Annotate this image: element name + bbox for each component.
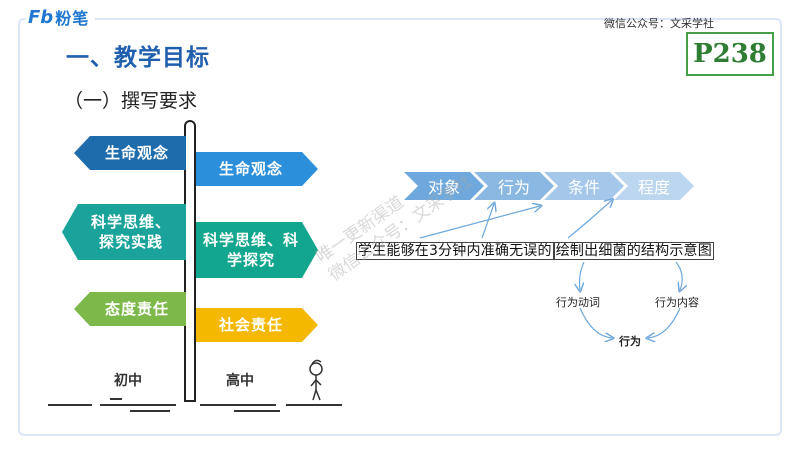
ground-line [100, 404, 176, 406]
senior-high-label: 高中 [226, 373, 254, 389]
sign-senior-social-responsibility: 社会责任 [196, 308, 318, 342]
behavior-verb-label: 行为动词 [556, 296, 600, 309]
sign-label: 生命观念 [104, 144, 169, 162]
example-objective-sentence: 学生能够在3分钟内准确无误的绘制出细菌的结构示意图 [356, 240, 714, 260]
sign-senior-scientific-thinking: 科学思维、科学探究 [196, 222, 318, 278]
ground-line [286, 404, 342, 406]
sign-label: 态度责任 [104, 300, 169, 318]
sentence-part-condition: 学生能够在3分钟内准确无误的 [356, 242, 554, 260]
junior-high-label: 初中 [114, 373, 142, 389]
behavior-result-label: 行为 [619, 335, 641, 348]
sign-label: 科学思维、科学探究 [203, 231, 300, 269]
ground-line [200, 404, 276, 406]
slide-title: 一、教学目标 [66, 45, 210, 71]
step-label: 程度 [637, 178, 670, 197]
slide-subtitle: （一）撰写要求 [64, 90, 198, 112]
step-object: 对象 [404, 172, 484, 200]
ground-line [234, 410, 280, 412]
ground-line [110, 398, 122, 400]
wechat-account-label: 微信公众号：文采学社 [604, 17, 714, 30]
page-number-badge: P238 [686, 32, 774, 76]
logo-text: 粉笔 [55, 9, 90, 28]
signpost-pole [184, 120, 196, 402]
step-label: 条件 [567, 178, 600, 197]
step-label: 对象 [427, 178, 460, 197]
sign-label: 生命观念 [218, 160, 283, 178]
brand-logo: Fb 粉笔 [26, 6, 96, 28]
ground-line [130, 410, 170, 412]
sign-label: 科学思维、探究实践 [90, 213, 171, 251]
behavior-content-label: 行为内容 [655, 296, 699, 309]
sign-senior-life-concept: 生命观念 [196, 152, 318, 186]
slide-frame [18, 18, 782, 436]
logo-mark: Fb [28, 6, 54, 28]
sign-junior-life-concept: 生命观念 [74, 136, 186, 170]
ground-line [48, 404, 92, 406]
sign-junior-scientific-thinking: 科学思维、探究实践 [62, 204, 186, 260]
sign-label: 社会责任 [218, 316, 283, 334]
sign-junior-attitude-responsibility: 态度责任 [74, 292, 186, 326]
sentence-part-behavior: 绘制出细菌的结构示意图 [553, 242, 714, 260]
step-label: 行为 [497, 178, 530, 197]
